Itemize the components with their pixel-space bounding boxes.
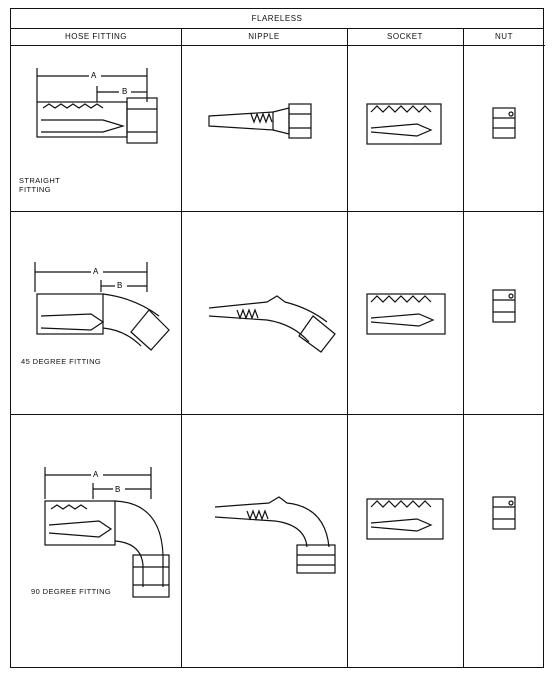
row-divider (11, 211, 543, 212)
dimension-a-label: A (93, 470, 99, 479)
column-header-socket: SOCKET (347, 28, 463, 46)
45-degree-hose-fitting-drawing: A B (34, 262, 170, 351)
90-degree-hose-fitting-drawing: A B (44, 467, 170, 598)
row-label-45-degree: 45 DEGREE FITTING (21, 357, 102, 366)
90-degree-nipple-cell (181, 415, 347, 669)
dimension-a-label: A (91, 71, 97, 80)
90-degree-nipple-drawing (214, 496, 336, 574)
dimension-b-label: B (117, 281, 122, 290)
45-degree-socket-drawing (366, 293, 446, 335)
45-degree-nut-drawing (492, 289, 516, 323)
column-divider (347, 28, 348, 667)
row-label-straight: STRAIGHT FITTING (19, 176, 61, 194)
straight-socket-drawing (366, 103, 442, 145)
row-divider (11, 414, 543, 415)
column-divider (463, 28, 464, 667)
90-degree-hose-fitting-cell: A B 90 DEGREE FITTING (11, 415, 181, 669)
straight-socket-cell (347, 46, 463, 211)
column-header-hose-fitting: HOSE FITTING (11, 28, 181, 46)
45-degree-nipple-drawing (208, 295, 336, 353)
straight-hose-fitting-drawing: A B (36, 68, 158, 144)
45-degree-nut-cell (463, 212, 545, 414)
90-degree-socket-cell (347, 415, 463, 669)
straight-nut-cell (463, 46, 545, 211)
45-degree-socket-cell (347, 212, 463, 414)
straight-hose-fitting-cell: A B STRAIGHT FITTING (11, 46, 181, 211)
dimension-a-label: A (93, 267, 99, 276)
45-degree-hose-fitting-cell: A B 45 DEGREE FITTING (11, 212, 181, 414)
90-degree-nut-cell (463, 415, 545, 669)
column-divider (181, 28, 182, 667)
straight-nipple-drawing (208, 103, 312, 139)
table-title: FLARELESS (11, 9, 543, 29)
column-header-nipple: NIPPLE (181, 28, 347, 46)
90-degree-socket-drawing (366, 498, 444, 540)
column-header-nut: NUT (463, 28, 545, 46)
dimension-b-label: B (115, 485, 120, 494)
90-degree-nut-drawing (492, 496, 516, 530)
straight-nipple-cell (181, 46, 347, 211)
45-degree-nipple-cell (181, 212, 347, 414)
row-label-90-degree: 90 DEGREE FITTING (31, 587, 112, 596)
dimension-b-label: B (122, 87, 127, 96)
straight-nut-drawing (492, 107, 516, 139)
parts-table: FLARELESS HOSE FITTING NIPPLE SOCKET NUT… (10, 8, 545, 669)
